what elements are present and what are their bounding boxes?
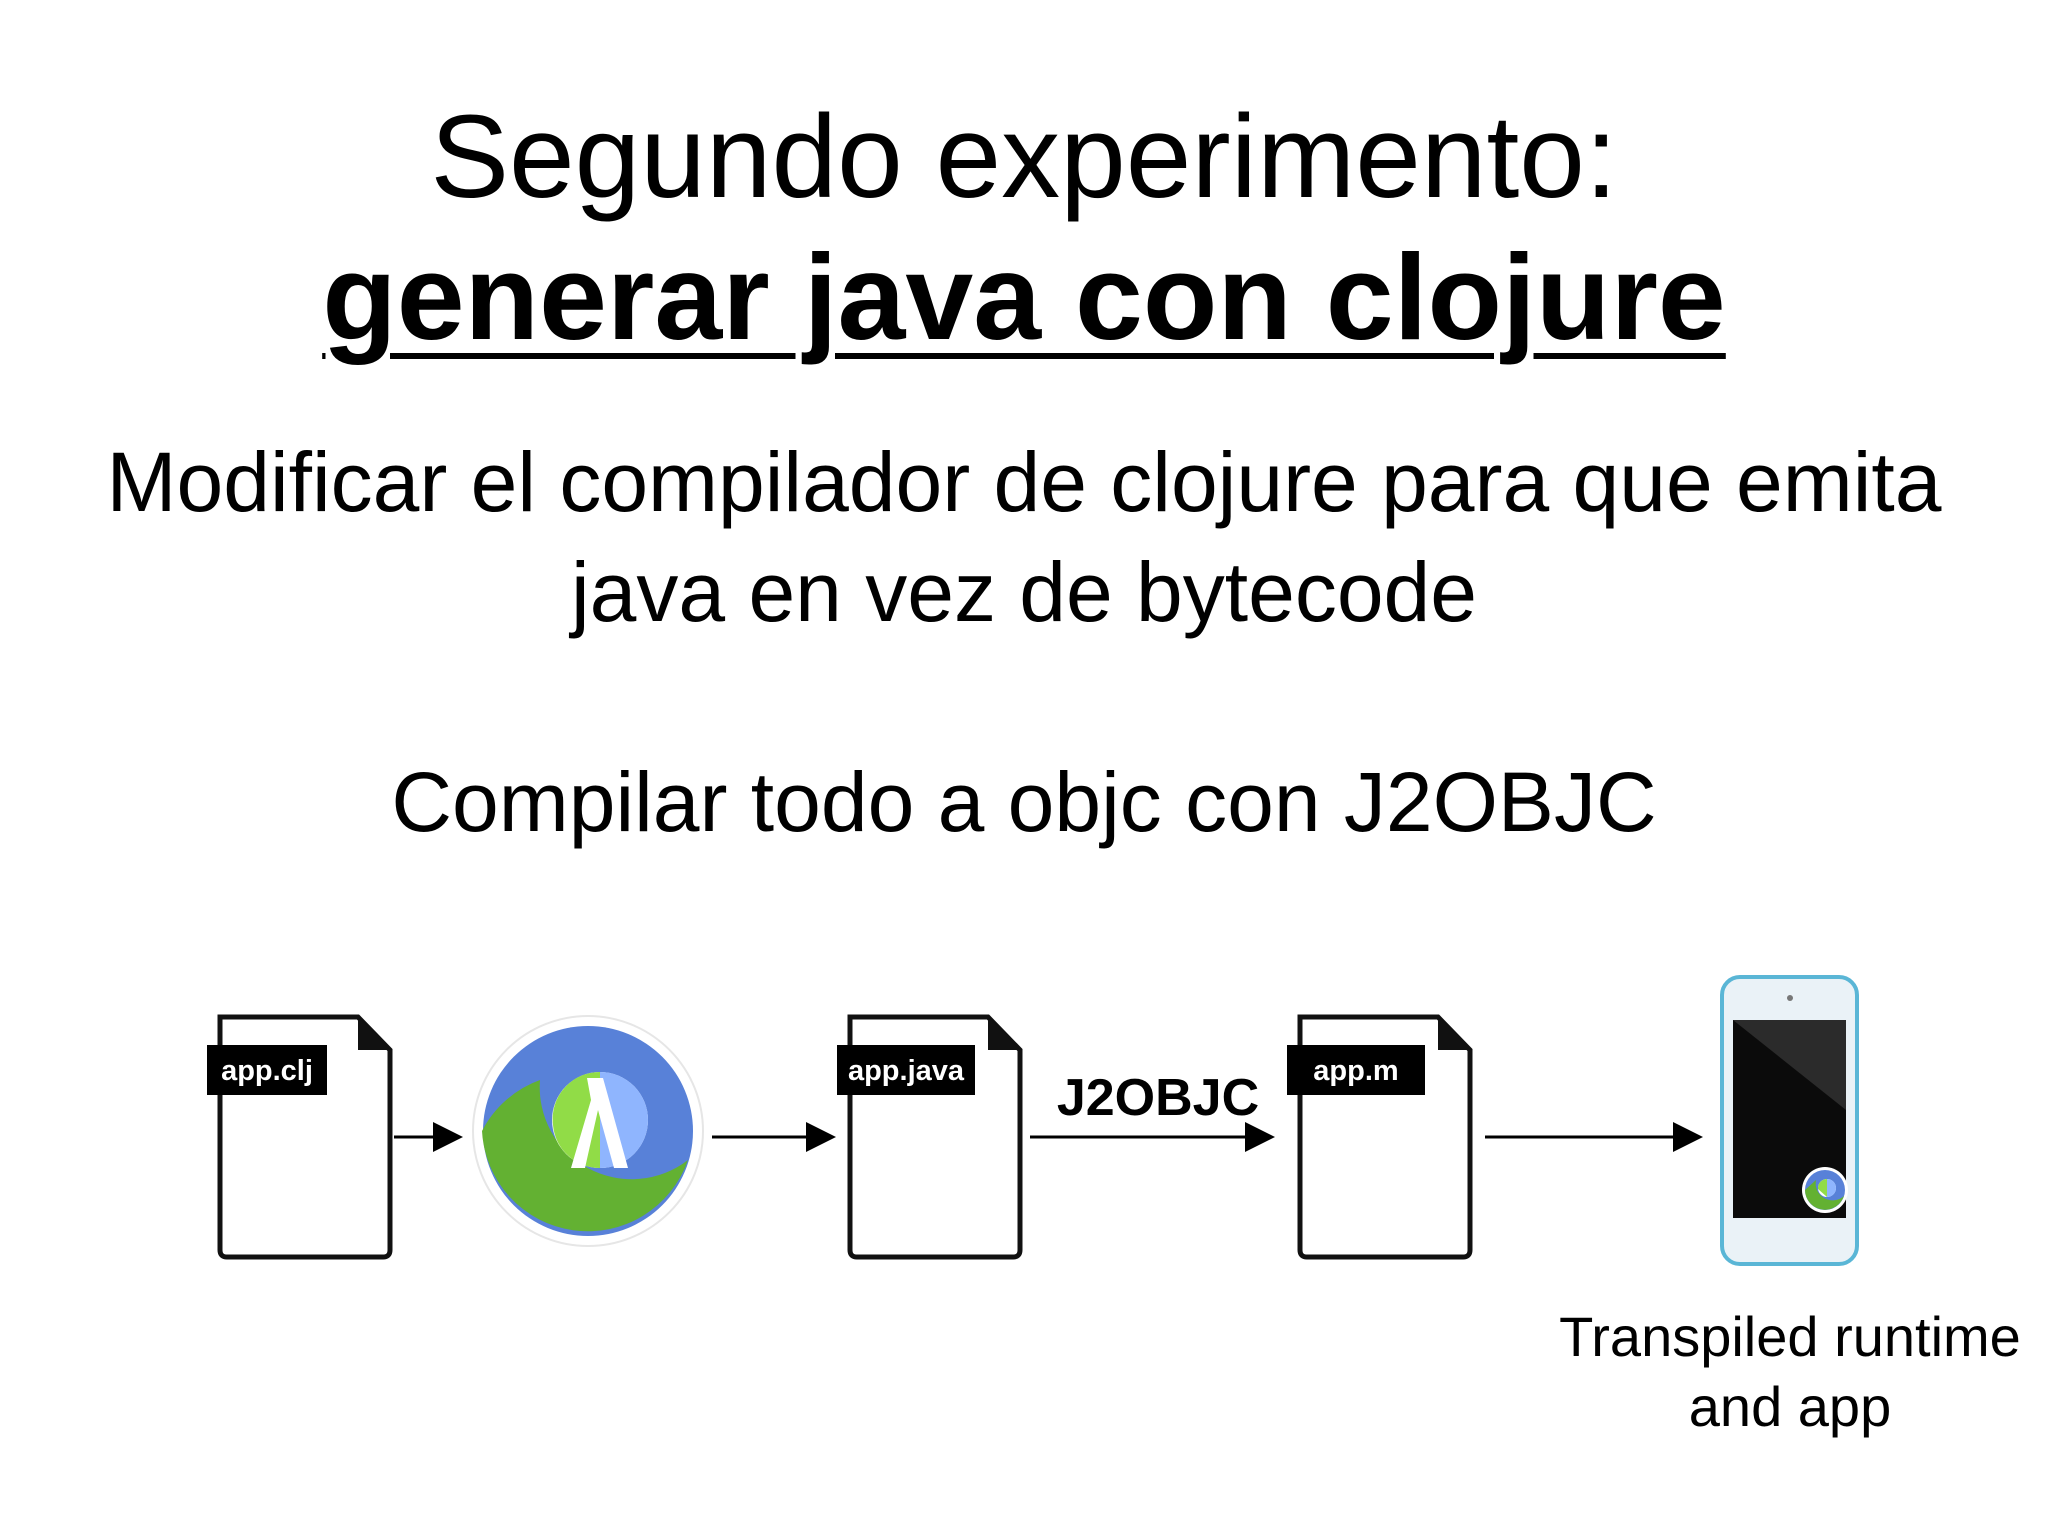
clojure-logo-icon [472,1015,704,1247]
file-app-java: app.java [837,1014,1023,1260]
file-label-app-clj: app.clj [221,1055,313,1087]
file-app-clj: app.clj [207,1014,393,1260]
page-corner [988,1017,1020,1050]
clojure-app-icon [1802,1167,1848,1213]
arrow-label-j2objc: J2OBJC [1057,1069,1259,1127]
caption-line-1: Transpiled runtime [1559,1305,2021,1368]
caption-line-2: and app [1688,1375,1892,1438]
page-corner [358,1017,390,1050]
body-text-line-2: java en vez de bytecode [571,545,1477,639]
body-text-line-1: Modificar el compilador de clojure para … [106,435,1942,529]
slide-subtitle: generar java con clojure [322,229,1726,365]
page-corner [1438,1017,1470,1050]
file-label-bg [207,1045,327,1095]
slide-title: Segundo experimento: [430,91,1618,223]
file-app-m: app.m [1287,1014,1473,1260]
device-caption: Transpiled runtime and app [1520,1302,2048,1442]
file-label-bg [837,1045,975,1095]
ipod-device-icon [1720,975,1859,1266]
file-label-app-java: app.java [848,1055,965,1087]
body-text-line-3: Compilar todo a objc con J2OBJC [391,755,1657,849]
pipeline-diagram: app.clj app.java J2OBJC app.m [207,975,1859,1266]
file-label-app-m: app.m [1313,1055,1398,1087]
file-label-bg [1287,1045,1425,1095]
